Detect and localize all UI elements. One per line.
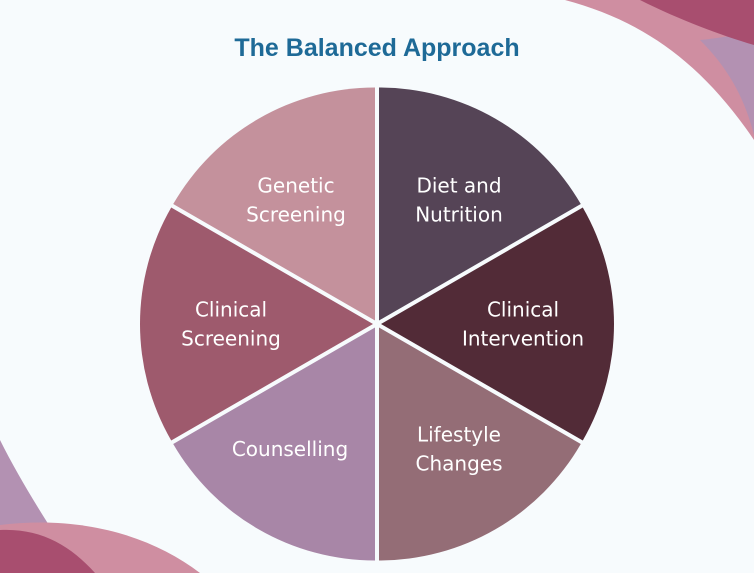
segment-label-line: Nutrition	[415, 203, 503, 227]
segment-label-line: Clinical	[195, 298, 267, 322]
bottom-left-wave-dark	[0, 529, 95, 573]
segment-label-line: Intervention	[462, 327, 584, 351]
segment-label-line: Diet and	[416, 174, 501, 198]
segment-counselling	[173, 327, 375, 561]
segment-genetic-screening	[173, 87, 375, 321]
segment-diet-nutrition	[379, 87, 581, 321]
segment-label-line: Screening	[246, 203, 346, 227]
segment-label-line: Counselling	[232, 437, 348, 461]
segment-label-counselling: Counselling	[232, 437, 348, 461]
page-title: The Balanced Approach	[234, 34, 520, 62]
segment-clinical-intervention	[381, 207, 614, 441]
top-right-wave-lilac	[700, 30, 754, 135]
segment-label-line: Screening	[181, 327, 281, 351]
segment-clinical-screening	[139, 207, 373, 441]
top-right-wave-dark	[640, 0, 754, 45]
segment-label-line: Genetic	[257, 174, 334, 198]
top-right-wave-light	[565, 0, 754, 140]
segment-label-line: Clinical	[487, 298, 559, 322]
segment-label-line: Lifestyle	[417, 423, 501, 447]
segment-label-line: Changes	[416, 452, 503, 476]
segment-lifestyle-changes	[379, 327, 581, 561]
